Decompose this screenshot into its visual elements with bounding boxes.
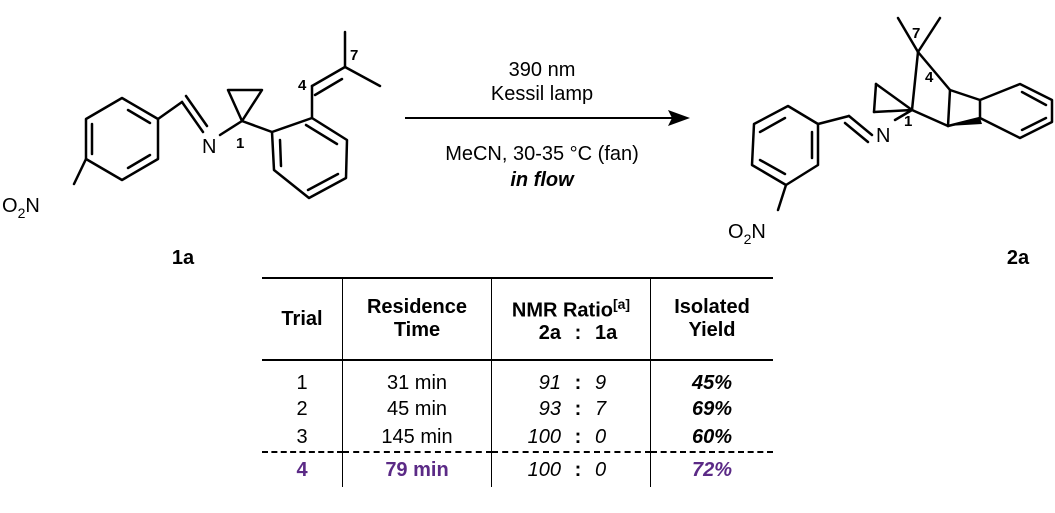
- header-ratio-sub-right: 1a: [595, 322, 618, 345]
- header-yield-line2: Yield: [688, 319, 736, 341]
- cell-trial: 3: [296, 425, 308, 448]
- condition-flow: in flow: [510, 169, 575, 191]
- product-wedge-bond: [948, 118, 982, 126]
- cell-yield: 72%: [650, 451, 773, 487]
- cell-yield: 60%: [650, 423, 773, 452]
- table-row: 2 45 min 93:7 69%: [262, 395, 773, 423]
- header-residence-time: Residence Time: [342, 277, 492, 361]
- cell-ratio: 93:7: [491, 395, 651, 423]
- header-isolated-yield: Isolated Yield: [650, 277, 773, 361]
- header-trial: Trial: [262, 277, 343, 361]
- product-position-1: 1: [904, 113, 912, 130]
- product-nitro-label: O2N: [728, 221, 766, 247]
- sm-nitro-label: O2N: [2, 195, 40, 221]
- cell-time: 45 min: [342, 395, 492, 423]
- sm-position-4: 4: [298, 77, 307, 94]
- sm-position-1: 1: [236, 135, 244, 152]
- cell-trial: 2: [296, 397, 308, 420]
- condition-solvent-temp: MeCN, 30-35 °C (fan): [445, 143, 639, 165]
- condition-wavelength: 390 nm: [509, 59, 576, 81]
- header-residence-line1: Residence: [366, 296, 468, 318]
- cell-time: 31 min: [342, 360, 492, 395]
- cell-ratio-sep: :: [574, 397, 582, 420]
- reaction-arrow: [405, 110, 690, 126]
- cell-ratio-sep: :: [574, 425, 582, 448]
- header-ratio-footnote: [a]: [612, 295, 631, 312]
- header-ratio-line1: NMR Ratio: [511, 299, 613, 322]
- results-table: Trial Residence Time NMR Ratio[a] 2a:1a …: [262, 277, 773, 487]
- sm-position-7: 7: [350, 47, 358, 64]
- header-ratio-subheader: 2a:1a: [517, 322, 625, 345]
- cell-ratio-2a: 93: [538, 397, 561, 420]
- sm-imine-n-label: N: [202, 136, 216, 158]
- cell-ratio-1a: 9: [595, 371, 607, 394]
- cell-ratio: 91:9: [491, 360, 651, 395]
- cell-time: 145 min: [342, 423, 492, 452]
- cell-ratio-1a: 0: [595, 458, 607, 481]
- cell-ratio: 100:0: [491, 423, 651, 452]
- product-2a-structure: [750, 16, 1054, 212]
- starting-material-1a-structure: [72, 30, 382, 200]
- table-row-highlighted: 4 79 min 100:0 72%: [262, 451, 773, 487]
- product-compound-label: 2a: [1007, 247, 1030, 269]
- cell-ratio-sep: :: [574, 371, 582, 394]
- header-residence-line2: Time: [393, 319, 441, 341]
- cell-trial: 1: [296, 371, 308, 394]
- table-row: 3 145 min 100:0 60%: [262, 423, 773, 452]
- cell-yield: 45%: [650, 360, 773, 395]
- table-header-row: Trial Residence Time NMR Ratio[a] 2a:1a …: [262, 277, 773, 361]
- cell-ratio: 100:0: [491, 451, 651, 487]
- cell-ratio-2a: 100: [527, 425, 561, 448]
- header-ratio-sub-sep: :: [574, 322, 582, 345]
- cell-ratio-sep: :: [574, 458, 582, 481]
- cell-ratio-1a: 7: [595, 397, 607, 420]
- table-row: 1 31 min 91:9 45%: [262, 360, 773, 395]
- product-position-4: 4: [925, 69, 934, 86]
- cell-ratio-1a: 0: [595, 425, 607, 448]
- cell-ratio-2a: 100: [527, 458, 561, 481]
- product-imine-n-label: N: [876, 125, 890, 147]
- cell-time: 79 min: [342, 451, 492, 487]
- reaction-scheme: O2N N 1 4 7 1a 390 nm Kessil lamp MeCN, …: [2, 16, 1054, 269]
- sm-compound-label: 1a: [172, 247, 195, 269]
- product-position-7: 7: [912, 25, 920, 42]
- condition-lamp: Kessil lamp: [491, 83, 593, 105]
- header-ratio-sub-left: 2a: [538, 322, 561, 345]
- cell-trial: 4: [262, 451, 343, 487]
- cell-yield: 69%: [650, 395, 773, 423]
- cell-ratio-2a: 91: [538, 371, 561, 394]
- header-yield-line1: Isolated: [674, 296, 750, 318]
- header-nmr-ratio: NMR Ratio[a] 2a:1a: [491, 277, 651, 361]
